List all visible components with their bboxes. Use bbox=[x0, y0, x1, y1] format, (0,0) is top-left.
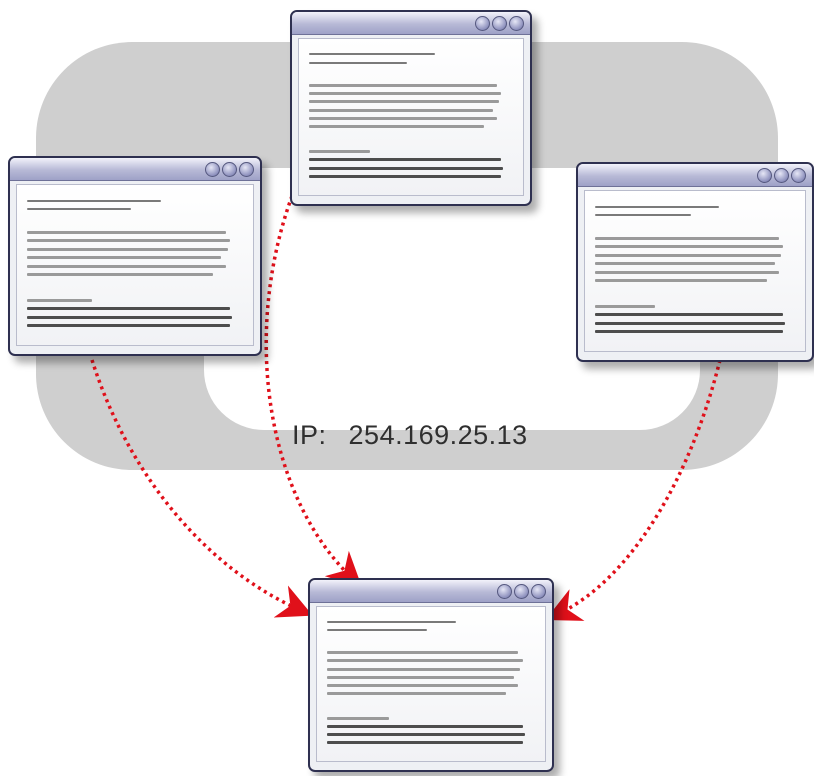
window-control-button bbox=[509, 15, 524, 31]
document-text-line bbox=[327, 659, 523, 662]
document-text-line bbox=[595, 214, 691, 216]
document-content bbox=[16, 184, 254, 346]
document-text-line bbox=[327, 621, 456, 623]
document-text-line bbox=[27, 248, 228, 251]
document-text-line bbox=[595, 245, 783, 248]
document-text-line bbox=[327, 668, 520, 671]
window-control-button bbox=[774, 167, 789, 183]
document-text-line bbox=[27, 200, 161, 202]
window-titlebar bbox=[10, 158, 260, 181]
document-text-line bbox=[309, 167, 503, 170]
window-titlebar bbox=[310, 580, 552, 603]
document-text-line bbox=[595, 305, 655, 308]
window-titlebar bbox=[578, 164, 812, 187]
document-text-line bbox=[327, 741, 523, 744]
document-text-line bbox=[595, 279, 767, 282]
document-text-line bbox=[595, 237, 779, 240]
ip-address-label: IP: 254.169.25.13 bbox=[292, 420, 612, 451]
document-text-line bbox=[327, 733, 525, 736]
document-text-line bbox=[309, 100, 499, 103]
document-text-line bbox=[327, 629, 427, 631]
window-control-button bbox=[222, 161, 237, 177]
document-text-line bbox=[595, 254, 781, 257]
document-text-line bbox=[27, 265, 226, 268]
document-text-line bbox=[327, 725, 523, 728]
document-text-line bbox=[27, 256, 221, 259]
ip-value: 254.169.25.13 bbox=[348, 420, 528, 450]
document-text-line bbox=[327, 717, 389, 720]
document-text-line bbox=[27, 316, 232, 319]
document-text-line bbox=[309, 62, 407, 64]
document-text-line bbox=[595, 271, 779, 274]
window-control-button bbox=[791, 167, 806, 183]
document-window-right bbox=[576, 162, 814, 362]
document-text-line bbox=[327, 651, 518, 654]
document-text-line bbox=[327, 684, 518, 687]
document-window-top bbox=[290, 10, 532, 206]
window-control-button bbox=[497, 583, 512, 599]
document-text-line bbox=[595, 262, 775, 265]
document-text-line bbox=[27, 307, 230, 310]
document-text-line bbox=[309, 150, 370, 153]
document-text-line bbox=[309, 117, 497, 120]
document-text-line bbox=[309, 109, 493, 112]
ip-key: IP: bbox=[292, 420, 327, 450]
window-control-button bbox=[514, 583, 529, 599]
document-content bbox=[316, 606, 546, 762]
document-text-line bbox=[595, 322, 785, 325]
document-text-line bbox=[327, 676, 514, 679]
window-control-button bbox=[205, 161, 220, 177]
document-content bbox=[584, 190, 806, 352]
document-text-line bbox=[27, 239, 230, 242]
window-control-button bbox=[475, 15, 490, 31]
document-text-line bbox=[309, 175, 501, 178]
window-control-button bbox=[531, 583, 546, 599]
window-titlebar bbox=[292, 12, 530, 35]
document-text-line bbox=[309, 92, 501, 95]
document-text-line bbox=[309, 84, 497, 87]
document-window-left bbox=[8, 156, 262, 356]
document-text-line bbox=[27, 324, 230, 327]
document-text-line bbox=[595, 313, 783, 316]
window-control-button bbox=[757, 167, 772, 183]
document-text-line bbox=[309, 125, 484, 128]
document-text-line bbox=[27, 299, 92, 302]
window-control-button bbox=[492, 15, 507, 31]
document-text-line bbox=[27, 273, 213, 276]
document-text-line bbox=[595, 330, 783, 333]
document-text-line bbox=[595, 206, 719, 208]
document-window-target bbox=[308, 578, 554, 772]
document-text-line bbox=[27, 208, 131, 210]
document-text-line bbox=[327, 692, 506, 695]
document-text-line bbox=[309, 53, 435, 55]
document-text-line bbox=[27, 231, 226, 234]
window-control-button bbox=[239, 161, 254, 177]
document-content bbox=[298, 38, 524, 196]
document-text-line bbox=[309, 158, 501, 161]
